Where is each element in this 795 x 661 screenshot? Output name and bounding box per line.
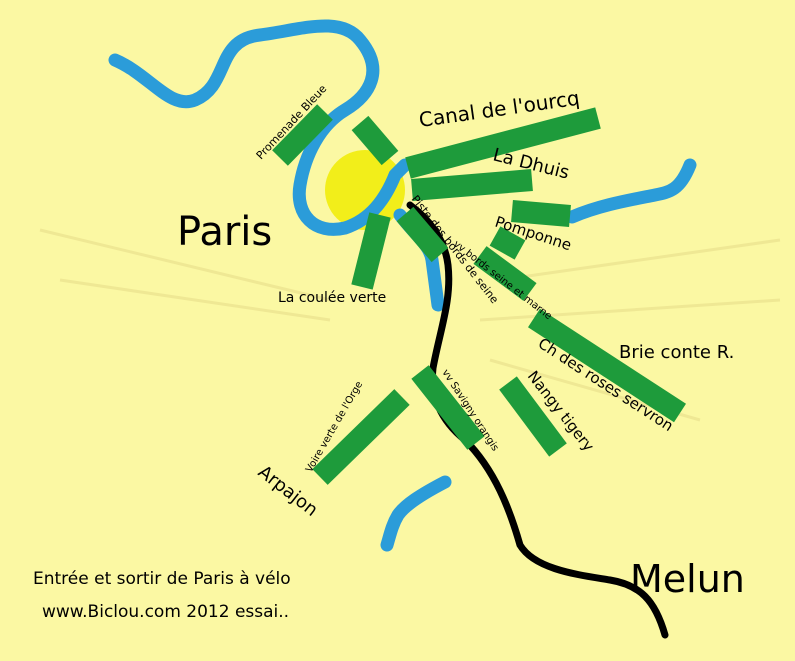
caption-title: Entrée et sortir de Paris à vélo [33, 569, 291, 589]
rivers [108, 19, 697, 552]
background-roads [39, 228, 781, 422]
label-melun: Melun [630, 557, 745, 601]
greenway-coulee-verte [351, 212, 391, 290]
greenway-brie-conte [528, 308, 686, 423]
greenway-pomponne-link [489, 226, 526, 260]
greenway-canal-ourcq [405, 107, 601, 179]
greenway-vv-seine-marne [473, 246, 537, 301]
seine-river [108, 19, 412, 236]
river-fragment [380, 475, 452, 552]
greenway-la-dhuis [411, 169, 533, 201]
caption-credit: www.Biclou.com 2012 essai.. [42, 602, 289, 622]
greenway-orge [312, 389, 410, 485]
greenway-ourcq-link [351, 115, 399, 166]
greenway-nangy-tigery [499, 376, 567, 457]
paris-core [325, 150, 405, 230]
label-paris: Paris [177, 209, 272, 255]
greenway-savigny [411, 365, 485, 450]
greenway-promenade-bleue [272, 104, 333, 166]
label-coulee-verte: La coulée verte [278, 290, 386, 306]
greenways [272, 104, 686, 485]
label-brie-conte: Brie conte R. [619, 342, 734, 363]
greenway-pomponne [511, 200, 571, 227]
marne-river [565, 158, 697, 224]
greenway-piste-seine [396, 206, 449, 263]
